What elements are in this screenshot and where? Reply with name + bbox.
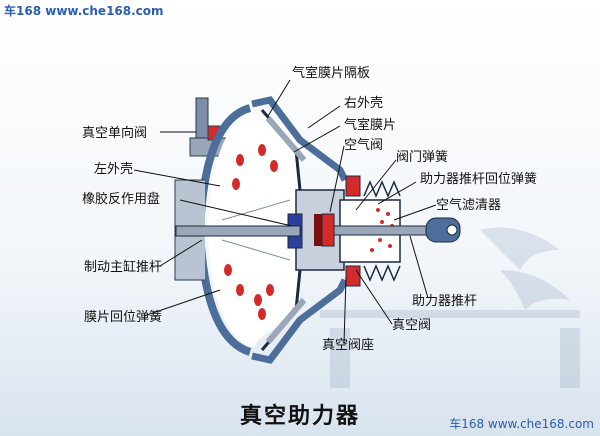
label-rubber-reaction-disc: 橡胶反作用盘 xyxy=(82,192,161,207)
watermark-top: 车168 www.che168.com xyxy=(4,4,164,18)
label-valve-spring: 阀门弹簧 xyxy=(396,150,449,165)
watermark-bottom: 车168 www.che168.com xyxy=(449,417,594,431)
label-diaphragm: 气室膜片 xyxy=(344,118,397,133)
diagram-title: 真空助力器 xyxy=(239,404,360,429)
label-right-shell: 右外壳 xyxy=(344,96,384,111)
vacuum-dots xyxy=(224,144,278,320)
label-air-filter: 空气滤清器 xyxy=(436,198,502,213)
air-filter xyxy=(370,208,394,252)
right-shell xyxy=(251,96,349,364)
label-vacuum-valve: 真空阀 xyxy=(392,318,432,333)
label-diaphragm-plate: 气室膜片隔板 xyxy=(292,66,371,81)
label-pushrod-return-spring: 助力器推杆回位弹簧 xyxy=(420,172,538,187)
label-booster-pushrod: 助力器推杆 xyxy=(412,294,478,309)
background-ornament xyxy=(320,227,580,388)
leader-lines xyxy=(133,79,437,345)
label-vacuum-valve-seat: 真空阀座 xyxy=(322,338,375,353)
master-cylinder-pushrod xyxy=(175,225,301,237)
label-air-valve: 空气阀 xyxy=(344,138,384,153)
label-master-cylinder-pushrod: 制动主缸推杆 xyxy=(84,260,163,275)
pushrod-return-spring xyxy=(363,180,401,282)
label-diaphragm-return-spring: 膜片回位弹簧 xyxy=(84,310,163,325)
booster-pushrod xyxy=(333,217,461,243)
diaphragm xyxy=(260,109,307,351)
diaphragm-return-spring xyxy=(221,199,291,261)
label-vacuum-check-valve: 真空单向阀 xyxy=(82,126,148,141)
label-left-shell: 左外壳 xyxy=(94,162,134,177)
